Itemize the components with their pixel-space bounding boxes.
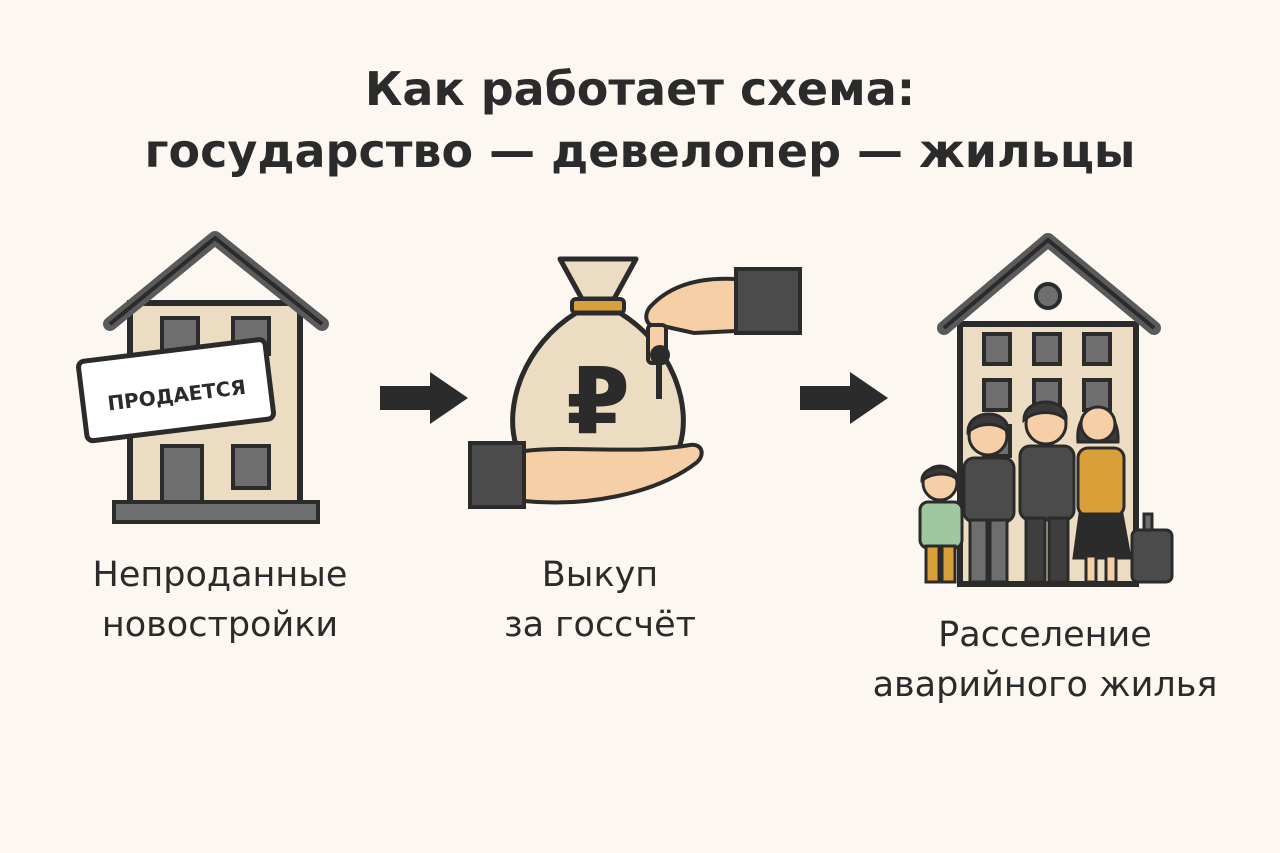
step-3-caption-line-2: аварийного жилья — [872, 665, 1218, 705]
step-3-caption: Расселение аварийного жилья — [860, 610, 1230, 710]
arrow-right-icon — [800, 372, 888, 424]
step-1-caption-line-2: новостройки — [101, 605, 339, 645]
page-title: Как работает схема: государство — девело… — [0, 58, 1280, 182]
arrow-right-icon — [380, 372, 468, 424]
family-with-house-icon — [918, 233, 1174, 587]
title-line-1: Как работает схема: — [364, 62, 916, 116]
step-2-caption: Выкуп за госсчёт — [430, 550, 770, 650]
ruble-symbol: ₽ — [566, 348, 630, 455]
money-bag-ruble-icon: ₽ — [468, 256, 802, 509]
step-2-caption-line-2: за госсчёт — [503, 605, 697, 645]
step-1-caption-line-1: Непроданные — [92, 555, 348, 595]
step-3-caption-line-1: Расселение — [938, 615, 1152, 655]
step-2-caption-line-1: Выкуп — [541, 555, 659, 595]
title-line-2: государство — девелопер — жильцы — [144, 124, 1136, 178]
house-for-sale-icon: ПРОДАЕТСЯ — [76, 231, 329, 524]
step-1-caption: Непроданные новостройки — [50, 550, 390, 650]
